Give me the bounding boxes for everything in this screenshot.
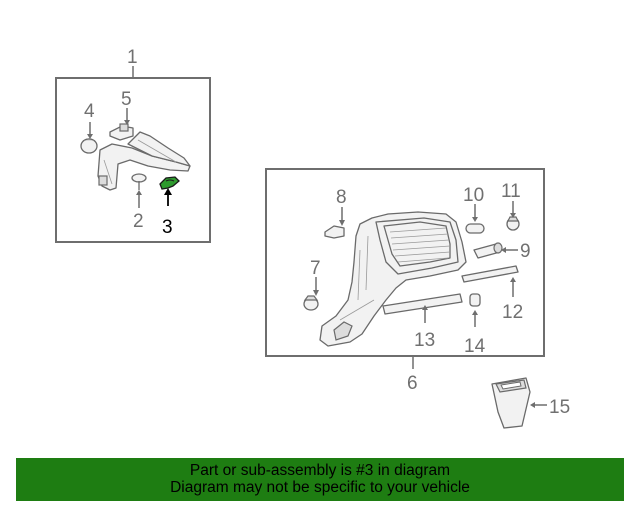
assembly-6-frame [265, 168, 545, 357]
part-4-clip [80, 122, 98, 154]
callout-13: 13 [414, 330, 435, 351]
part-1-trim-panel [97, 131, 191, 191]
callout-3: 3 [162, 217, 173, 238]
part-9-plug [473, 242, 518, 259]
part-3-highlighted-clip [159, 176, 180, 206]
part-8-fastener [324, 207, 345, 239]
callout-6: 6 [407, 373, 418, 394]
banner-line-2: Diagram may not be specific to your vehi… [170, 479, 470, 496]
callout-4: 4 [84, 101, 95, 122]
part-11-clip [506, 201, 520, 231]
part-14-clip [469, 293, 481, 327]
callout-14: 14 [464, 336, 486, 357]
callout-7: 7 [310, 258, 321, 279]
callout-2: 2 [133, 211, 144, 232]
callout-8: 8 [336, 187, 347, 208]
part-6-quarter-trim-panel [319, 211, 467, 347]
banner-line-1: Part or sub-assembly is #3 in diagram [189, 462, 451, 479]
part-15-storage-bin [491, 377, 547, 429]
callout-10: 10 [463, 185, 484, 206]
part-12-strip [461, 265, 519, 297]
part-7-fastener [303, 277, 319, 311]
callout-5: 5 [121, 89, 132, 110]
callout-15: 15 [549, 397, 570, 418]
part-5-fastener [109, 108, 134, 141]
part-10-clip [465, 204, 485, 234]
part-13-strip [382, 293, 463, 323]
callout-9: 9 [520, 241, 531, 262]
part-2-pin [131, 173, 147, 208]
callout-12: 12 [502, 302, 523, 323]
info-banner: Part or sub-assembly is #3 in diagram Di… [16, 458, 624, 501]
callout-1: 1 [127, 47, 138, 68]
callout-11: 11 [501, 181, 521, 202]
